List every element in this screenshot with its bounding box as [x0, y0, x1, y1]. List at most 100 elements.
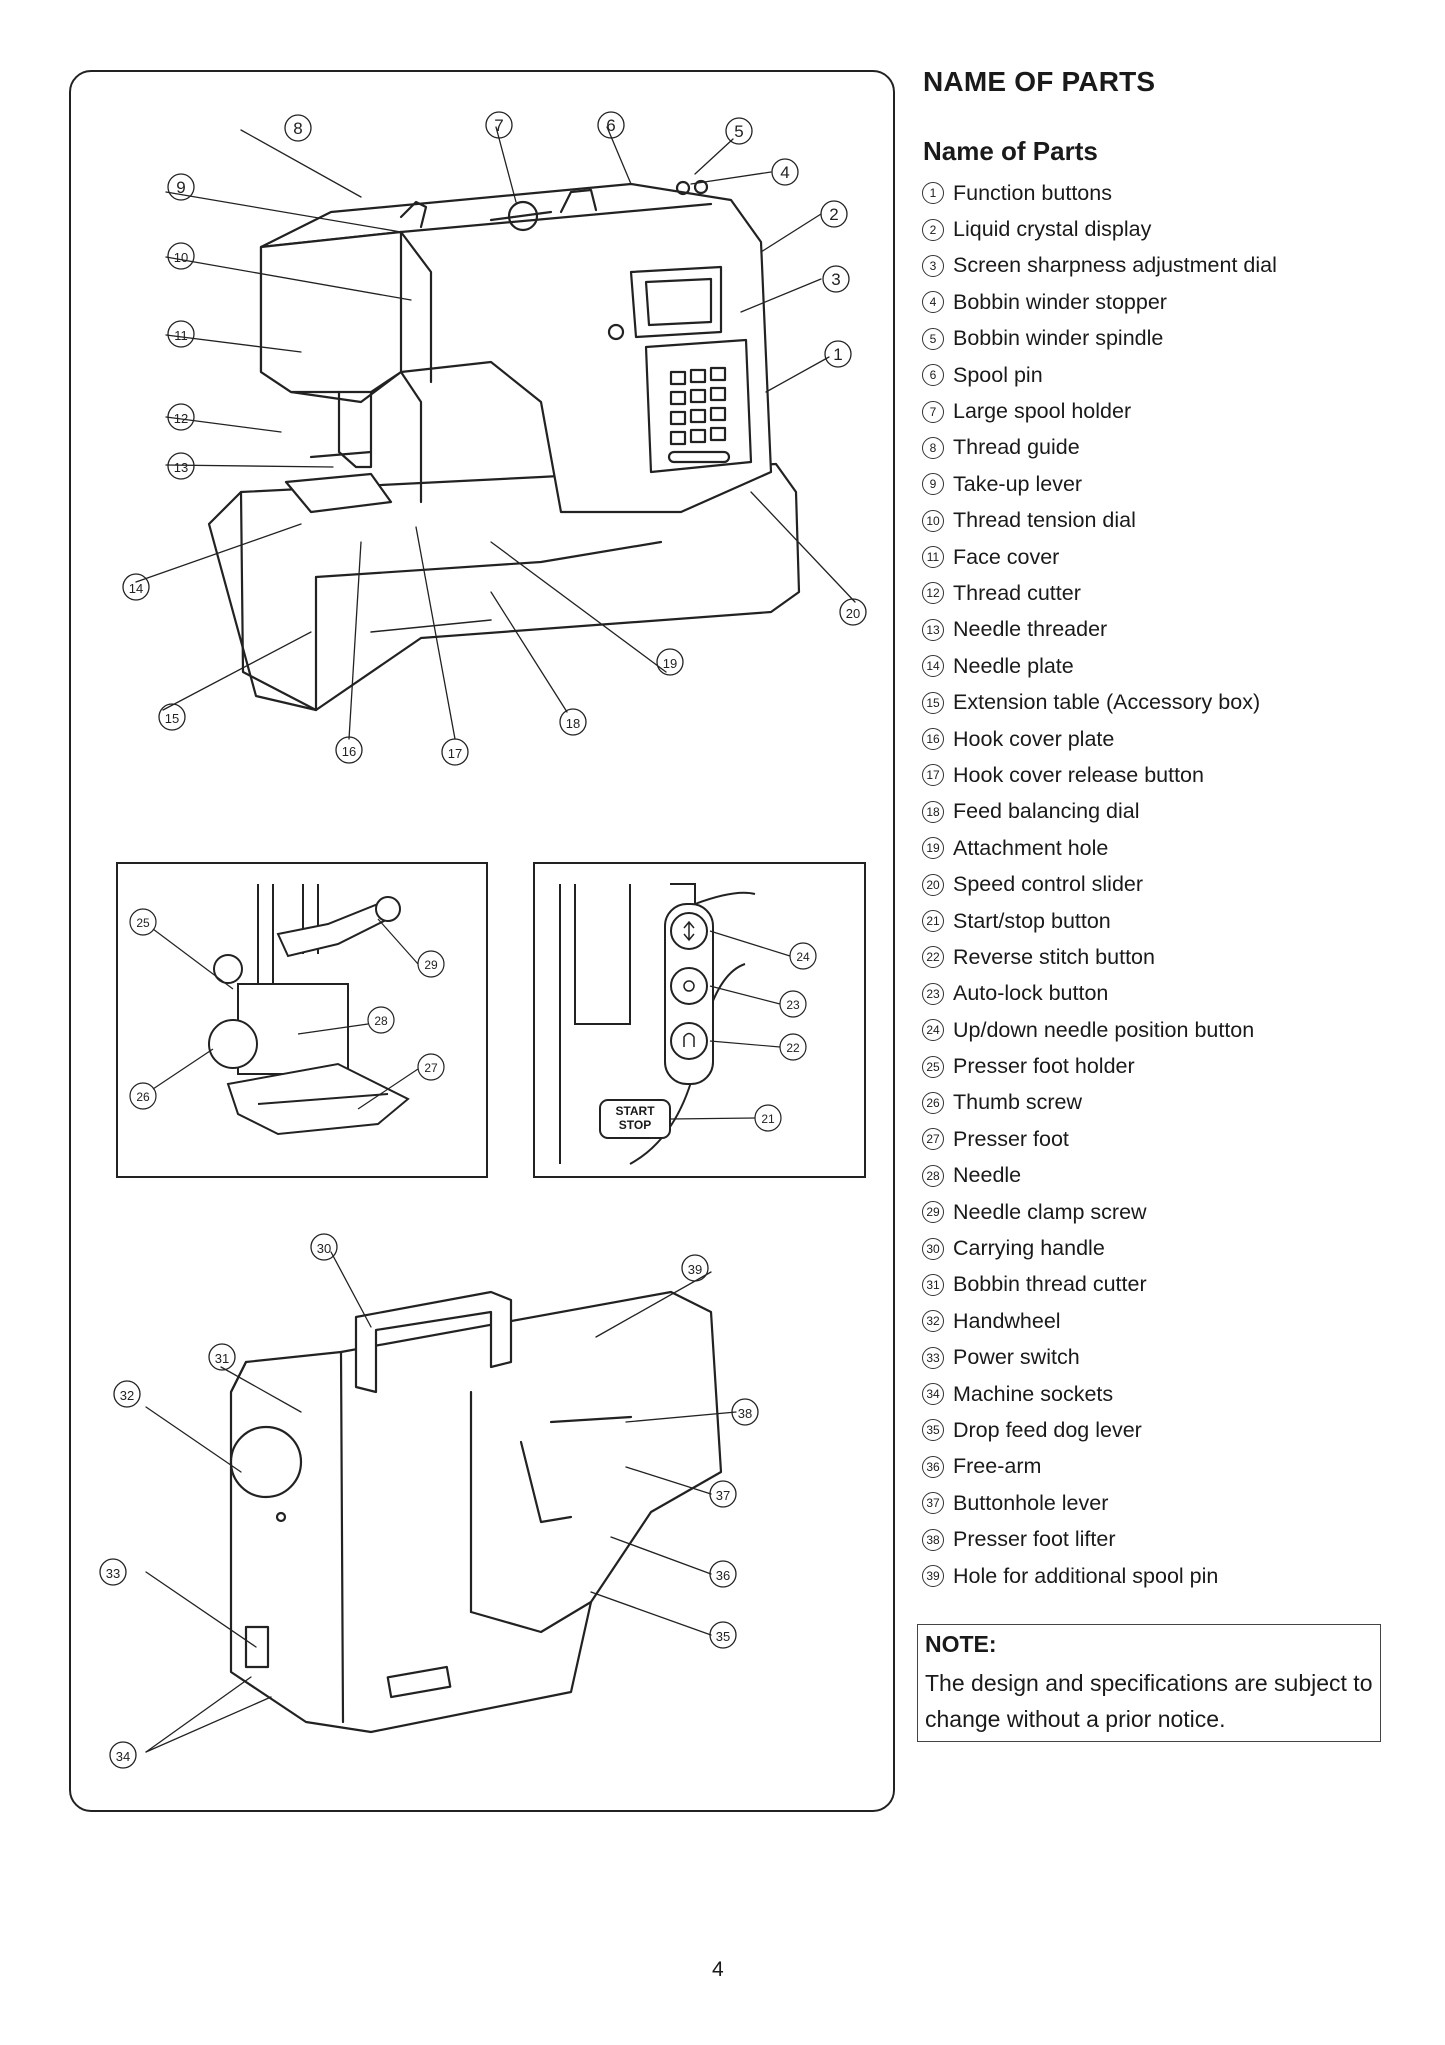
part-label: Liquid crystal display	[953, 217, 1152, 242]
svg-text:33: 33	[106, 1566, 120, 1581]
part-item: 8 Thread guide	[922, 430, 1277, 466]
part-item: 32 Handwheel	[922, 1303, 1277, 1339]
part-label: Start/stop button	[953, 908, 1111, 933]
start-label: START	[615, 1104, 655, 1118]
part-number: 17	[922, 764, 944, 787]
svg-text:7: 7	[494, 116, 503, 135]
part-number: 8	[922, 436, 944, 459]
part-item: 23 Auto-lock button	[922, 976, 1277, 1012]
part-number: 21	[922, 910, 944, 932]
part-label: Auto-lock button	[953, 981, 1109, 1006]
part-label: Buttonhole lever	[953, 1490, 1109, 1515]
part-item: 5 Bobbin winder spindle	[922, 321, 1277, 357]
start-stop-button-label: START STOP	[600, 1104, 670, 1132]
part-number: 5	[922, 327, 944, 350]
part-label: Drop feed dog lever	[953, 1417, 1142, 1442]
part-number: 37	[922, 1492, 944, 1515]
part-number: 27	[922, 1128, 944, 1151]
part-item: 6 Spool pin	[922, 357, 1277, 393]
part-number: 23	[922, 982, 944, 1005]
part-number: 31	[922, 1273, 944, 1296]
svg-text:9: 9	[176, 178, 185, 197]
stop-label: STOP	[618, 1118, 652, 1132]
svg-text:28: 28	[374, 1014, 388, 1028]
part-label: Handwheel	[953, 1308, 1061, 1333]
svg-text:32: 32	[120, 1388, 134, 1403]
svg-text:22: 22	[786, 1041, 800, 1055]
part-label: Attachment hole	[953, 835, 1109, 860]
part-label: Screen sharpness adjustment dial	[953, 253, 1277, 278]
part-label: Bobbin winder spindle	[953, 326, 1164, 351]
svg-text:15: 15	[165, 711, 179, 726]
part-item: 21 Start/stop button	[922, 903, 1277, 939]
svg-text:11: 11	[174, 328, 188, 343]
part-item: 11 Face cover	[922, 539, 1277, 575]
leader-lines-bottom	[145, 1251, 737, 1753]
part-item: 29 Needle clamp screw	[922, 1194, 1277, 1230]
part-label: Presser foot	[953, 1126, 1069, 1151]
part-label: Hook cover release button	[953, 762, 1204, 787]
part-label: Needle plate	[953, 653, 1074, 678]
svg-text:10: 10	[174, 250, 188, 265]
part-number: 6	[922, 364, 944, 387]
part-label: Thread cutter	[953, 580, 1081, 605]
part-number: 11	[922, 546, 944, 569]
part-number: 4	[922, 291, 944, 314]
part-label: Bobbin winder stopper	[953, 289, 1167, 314]
subsection-title: Name of Parts	[923, 136, 1098, 166]
part-number: 7	[922, 400, 944, 423]
svg-text:1: 1	[833, 345, 842, 364]
part-number: 36	[922, 1455, 944, 1478]
svg-text:25: 25	[136, 916, 150, 930]
part-number: 26	[922, 1091, 944, 1114]
part-label: Thread guide	[953, 435, 1080, 460]
svg-text:36: 36	[716, 1568, 730, 1583]
part-number: 12	[922, 582, 944, 605]
part-number: 32	[922, 1310, 944, 1333]
part-number: 15	[922, 691, 944, 714]
part-number: 30	[922, 1237, 944, 1260]
svg-text:13: 13	[174, 460, 188, 475]
svg-text:30: 30	[317, 1241, 331, 1256]
svg-text:12: 12	[174, 411, 188, 426]
part-label: Bobbin thread cutter	[953, 1272, 1147, 1297]
note-text: The design and specifications are subjec…	[925, 1670, 1373, 1732]
part-number: 16	[922, 728, 944, 751]
svg-text:31: 31	[215, 1351, 229, 1366]
part-number: 34	[922, 1383, 944, 1406]
part-number: 19	[922, 837, 944, 860]
part-label: Face cover	[953, 544, 1060, 569]
svg-text:5: 5	[734, 122, 743, 141]
svg-text:26: 26	[136, 1090, 150, 1104]
part-label: Spool pin	[953, 362, 1043, 387]
part-label: Presser foot holder	[953, 1054, 1135, 1079]
svg-text:35: 35	[716, 1629, 730, 1644]
part-number: 24	[922, 1019, 944, 1042]
part-label: Speed control slider	[953, 872, 1144, 897]
part-number: 39	[922, 1565, 944, 1588]
part-number: 13	[922, 618, 944, 641]
part-label: Thumb screw	[953, 1090, 1083, 1115]
part-number: 35	[922, 1419, 944, 1442]
svg-text:19: 19	[663, 656, 677, 671]
part-number: 29	[922, 1201, 944, 1224]
part-label: Needle clamp screw	[953, 1199, 1147, 1224]
